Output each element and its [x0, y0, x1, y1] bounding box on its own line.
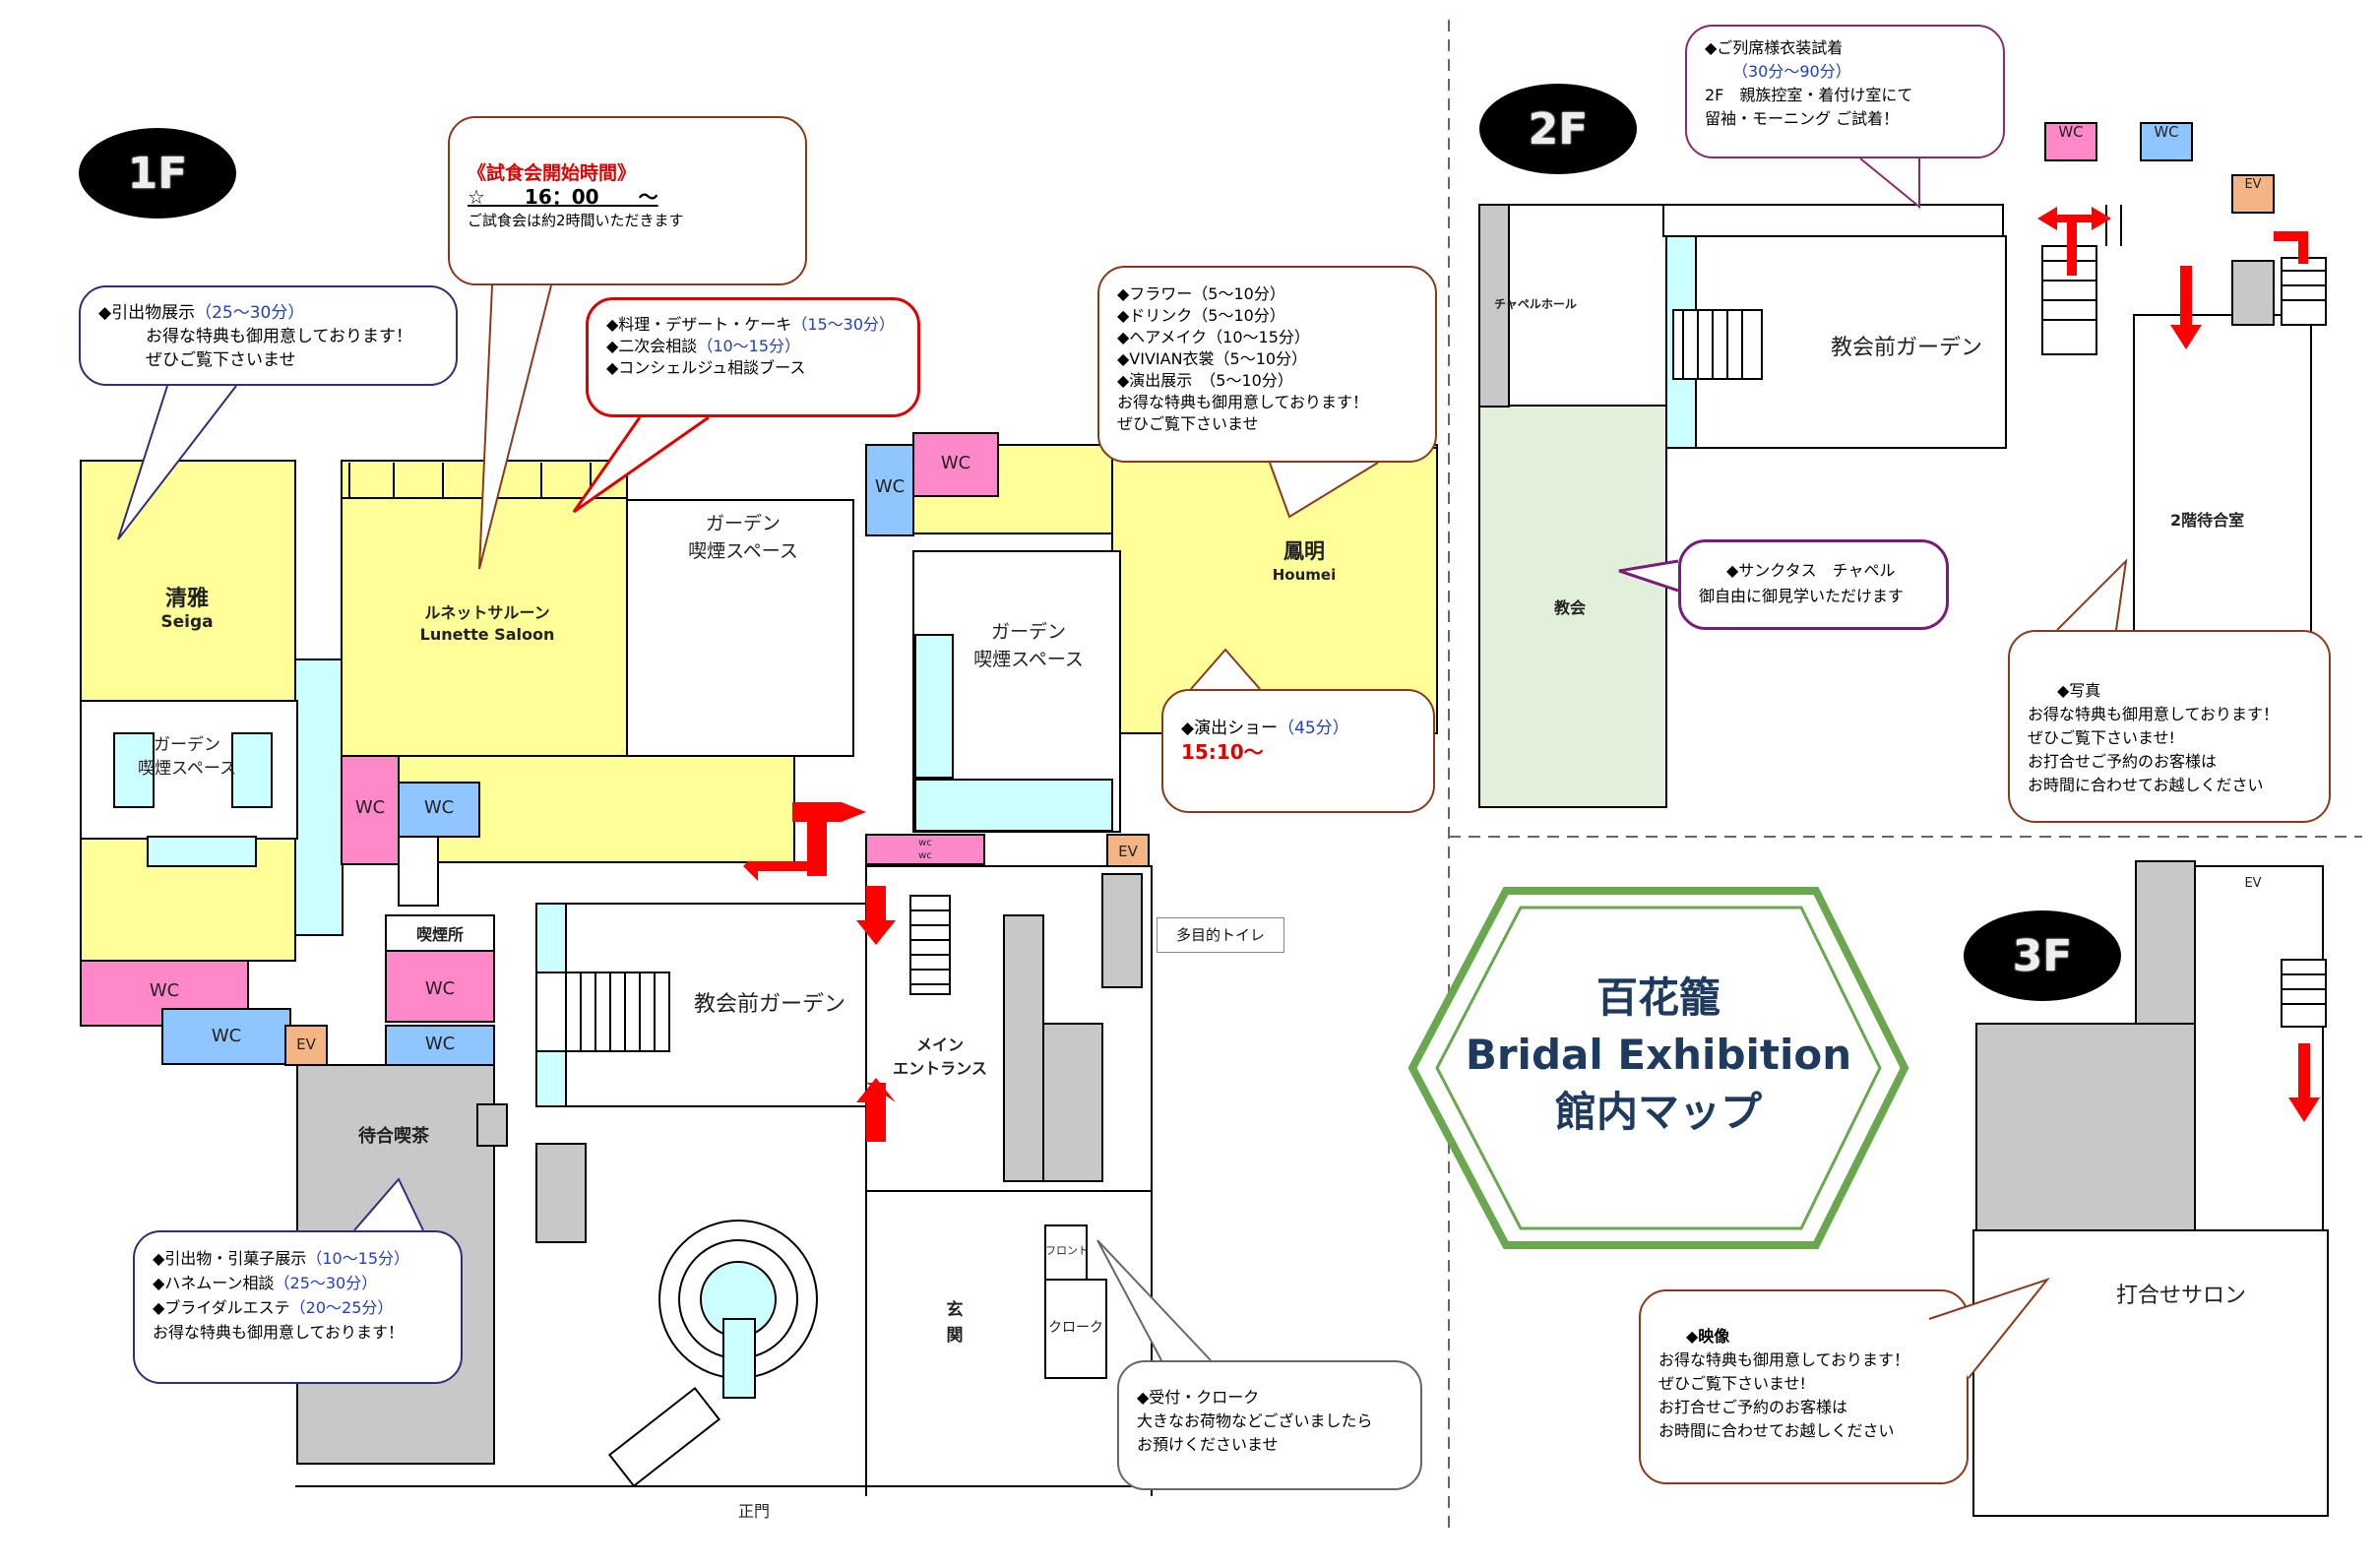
waiting-room-2f: [2133, 314, 2312, 641]
ev-2f: [2231, 174, 2275, 214]
waiting-room-2f-label: 2階待合室: [2170, 511, 2245, 530]
waiting-cafe-label: 待合喫茶: [358, 1126, 429, 1147]
callout-cuisine: ◆料理・デザート・ケーキ（15～30分） ◆二次会相談（10～15分） ◆コンシ…: [586, 297, 920, 417]
ev-label-2: EV: [1118, 843, 1138, 860]
ev-1: [284, 1025, 328, 1066]
garden-smoke-label-2: ガーデン喫煙スペース: [688, 513, 798, 562]
wc-label-2: WC: [211, 1026, 242, 1046]
salon-3f-label: 打合せサロン: [2116, 1284, 2247, 1308]
garden-smoke-label-3: ガーデン喫煙スペース: [973, 621, 1084, 670]
floor-2f-label: 2F: [1528, 103, 1589, 155]
genkan-label: 玄関: [946, 1300, 964, 1346]
title-line-3: 館内マップ: [1554, 1088, 1762, 1136]
wc-label-8: WC: [940, 453, 971, 473]
room-seiga-label: 清雅 Seiga: [160, 587, 214, 632]
title-hexagon-inner: [1435, 906, 1882, 1230]
arrows-2f: [2037, 207, 2308, 349]
chapel-garden-1f-label: 教会前ガーデン: [694, 992, 846, 1017]
callout-reception: ◆受付・クローク 大きなお荷物などございましたら お預けくださいませ: [1117, 1360, 1422, 1490]
front-label: フロント: [1045, 1244, 1089, 1257]
main-entrance-label: メインエントランス: [893, 1035, 987, 1078]
garden-smoke-label-1: ガーデン喫煙スペース: [138, 735, 236, 779]
cloak-label: クローク: [1048, 1320, 1103, 1336]
multi-toilet-label: 多目的トイレ: [1157, 917, 1284, 953]
callout-video: ◆映像 お得な特典も御用意しております！ ぜひご覧下さいませ! お打合せご予約の…: [1639, 1289, 1969, 1484]
salon-3f: [1972, 1229, 2329, 1517]
church-2f: [1478, 405, 1667, 808]
callout-cafe: ◆引出物・引菓子展示（10～15分） ◆ハネムーン相談（25～30分） ◆ブライ…: [133, 1230, 463, 1384]
wc-5: [385, 950, 495, 1023]
callout-sanctus: ◆サンクタス チャペル 御自由に御見学いただけます: [1678, 539, 1949, 630]
title-line-1: 百花籠: [1595, 973, 1720, 1022]
callout-hikidemono: ◆引出物展示（25～30分） お得な特典も御用意しております！ ぜひご覧下さいま…: [79, 285, 458, 386]
front-desk: [1044, 1224, 1088, 1281]
ev-2f-label: EV: [2244, 177, 2262, 192]
wc-4: [398, 782, 480, 838]
callout-show: ◆演出ショー（45分） 15:10～: [1161, 689, 1435, 813]
gate-label: 正門: [738, 1502, 771, 1521]
wc-label-6: WC: [424, 1034, 456, 1054]
chapel-hall-2f-label: チャペルホール: [1494, 297, 1577, 311]
cloak-room: [1044, 1279, 1107, 1379]
smoking-room-label: 喫煙所: [415, 925, 464, 944]
callout-dress: ◆ご列席様衣装試着 （30分～90分） 2F 親族控室・着付け室にて 留袖・モー…: [1685, 25, 2005, 158]
wc-label-1: WC: [149, 980, 180, 1001]
wc-label-7: WC: [874, 476, 906, 497]
callout-flower: ◆フラワー（5～10分） ◆ドリンク（5～10分） ◆ヘアメイク（10～15分）…: [1097, 266, 1437, 463]
wc-2f-label-1: WC: [2058, 123, 2084, 141]
title-hexagon-outer: [1407, 887, 1909, 1249]
wc-6: [385, 1025, 495, 1066]
wc-label-3: WC: [354, 797, 386, 818]
wc-7: [865, 444, 914, 536]
floor-1f-plan: [80, 432, 1438, 1496]
ev-3f-label: EV: [2244, 876, 2262, 891]
ev-label-1: EV: [296, 1035, 316, 1053]
stairs-2f: [1682, 205, 2326, 379]
floor-1f-label: 1F: [127, 148, 188, 199]
wc-2f-1: [2044, 122, 2097, 161]
floor-3f-plan: [1972, 860, 2329, 1517]
floor-3f-label: 3F: [2012, 930, 2073, 981]
wc-label-5: WC: [424, 978, 456, 999]
wc-9: [865, 834, 985, 865]
chapel-garden-2f-label: 教会前ガーデン: [1831, 336, 1983, 360]
callout-tasting: 《試食会開始時間》 ☆ 16：00 ～ ご試食会は約2時間いただきます: [448, 116, 807, 285]
floor-badge-3f: 3F: [1964, 910, 2121, 1001]
wc-label-4: WC: [423, 797, 455, 818]
wc-3: [341, 755, 400, 865]
map-title: 百花籠 Bridal Exhibition 館内マップ: [1457, 970, 1860, 1141]
floor-badge-2f: 2F: [1479, 84, 1637, 174]
title-line-2: Bridal Exhibition: [1465, 1031, 1852, 1079]
floor-2f-plan: [1478, 122, 2327, 808]
arrows-3f: [2288, 1043, 2320, 1122]
floor-badge-1f: 1F: [79, 128, 236, 219]
wc-8: [912, 432, 999, 497]
wc-2f-2: [2140, 122, 2193, 161]
stairs-3f: [2282, 973, 2326, 1005]
church-2f-label: 教会: [1553, 598, 1586, 617]
arrows-1f: [743, 802, 896, 1142]
callout-photo: ◆写真 お得な特典も御用意しております！ ぜひご覧下さいませ! お打合せご予約の…: [2008, 630, 2331, 823]
wc-2f-label-2: WC: [2154, 123, 2179, 141]
garden-smoke-2: [626, 499, 854, 757]
